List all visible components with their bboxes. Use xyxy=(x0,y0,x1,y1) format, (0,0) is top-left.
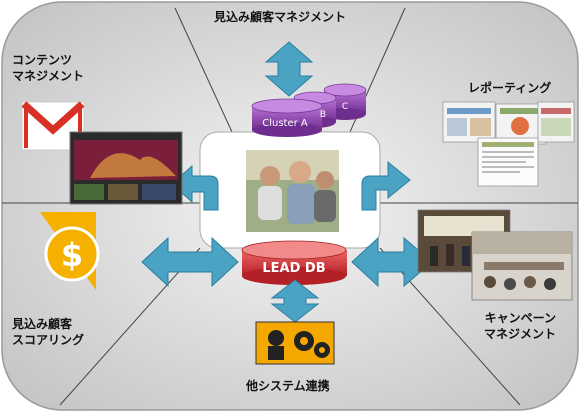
lead-db-cylinder xyxy=(241,240,347,285)
svg-text:$: $ xyxy=(61,236,83,274)
gmail-icon xyxy=(21,101,85,151)
system-gears-icon xyxy=(255,321,335,365)
arrow-upper-left xyxy=(171,164,219,211)
label-campaign-management-line1: キャンペーン xyxy=(484,311,557,325)
cluster-c-label: C xyxy=(342,102,348,112)
label-campaign-management: キャンペーン マネジメント xyxy=(484,310,556,342)
cluster-b-label: B xyxy=(320,110,326,120)
campaign-photos xyxy=(417,209,573,301)
arrow-top xyxy=(264,41,314,97)
label-campaign-management-line2: マネジメント xyxy=(484,327,557,341)
dollar-coin-icon: $ xyxy=(40,212,100,290)
cluster-cylinders xyxy=(251,83,367,137)
label-prospect-scoring-line2: スコアリング xyxy=(12,333,85,347)
label-content-management-line2: マネジメント xyxy=(12,69,85,83)
label-prospect-management: 見込み顧客マネジメント xyxy=(214,10,347,24)
label-prospect-scoring: 見込み顧客 スコアリング xyxy=(12,316,84,348)
lead-db-label: LEAD DB xyxy=(262,261,325,276)
arrow-upper-right xyxy=(361,160,411,211)
label-content-management-line1: コンテンツ xyxy=(12,53,73,67)
label-system-integration: 他システム連携 xyxy=(246,379,330,393)
report-screenshots xyxy=(442,101,575,187)
cylinder-a xyxy=(251,98,323,137)
label-reporting: レポーティング xyxy=(468,81,552,95)
cluster-a-label: Cluster A xyxy=(262,118,308,129)
website-screenshot xyxy=(69,131,183,205)
people-photo xyxy=(246,150,339,232)
label-content-management: コンテンツ マネジメント xyxy=(12,52,84,84)
arrow-left-double xyxy=(141,236,239,288)
label-prospect-scoring-line1: 見込み顧客 xyxy=(12,317,73,331)
